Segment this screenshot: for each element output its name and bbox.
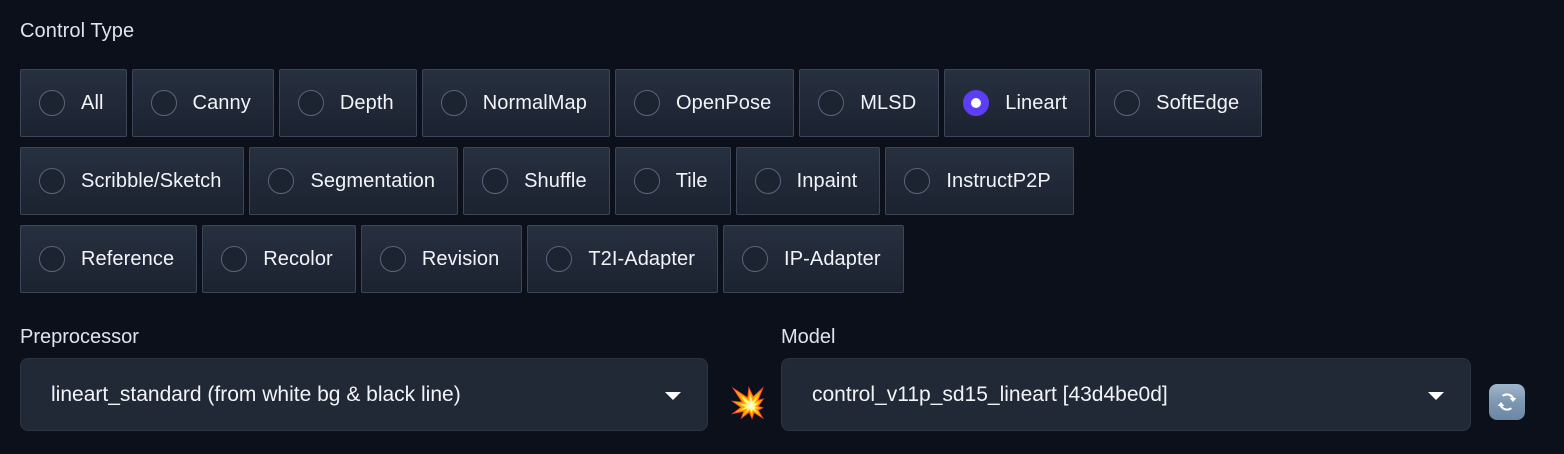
refresh-icon [1495, 390, 1519, 414]
control-type-option-label: SoftEdge [1156, 92, 1240, 114]
control-type-option-label: Segmentation [310, 170, 436, 192]
control-type-option-canny[interactable]: Canny [131, 69, 274, 137]
model-dropdown[interactable]: control_v11p_sd15_lineart [43d4be0d] [781, 358, 1471, 431]
control-type-option-label: Reference [81, 248, 175, 270]
preprocessor-label: Preprocessor [20, 326, 139, 348]
control-type-option-label: NormalMap [482, 92, 587, 114]
radio-unselected-icon[interactable] [818, 90, 845, 116]
control-type-option-label: Canny [192, 92, 251, 114]
control-type-option-t2i-adapter[interactable]: T2I-Adapter [527, 225, 719, 293]
radio-unselected-icon[interactable] [904, 168, 931, 194]
radio-unselected-icon[interactable] [150, 90, 177, 116]
preprocessor-model-row: Preprocessor lineart_standard (from whit… [0, 325, 1564, 454]
control-type-row: Reference Recolor Revision T2I-Adapter IP-Ad… [20, 225, 1262, 293]
radio-unselected-icon[interactable] [39, 168, 65, 194]
radio-unselected-icon[interactable] [546, 246, 573, 272]
control-type-option-label: Scribble/Sketch [81, 170, 222, 192]
control-type-row: Scribble/Sketch Segmentation Shuffle Tile In… [20, 147, 1262, 215]
control-type-option-tile[interactable]: Tile [614, 147, 731, 215]
control-type-option-ip-adapter[interactable]: IP-Adapter [723, 225, 904, 293]
control-type-option-segmentation[interactable]: Segmentation [249, 147, 459, 215]
control-type-option-label: Recolor [263, 248, 333, 270]
preprocessor-field: Preprocessor lineart_standard (from whit… [20, 325, 708, 431]
control-type-option-label: Shuffle [524, 170, 587, 192]
chevron-down-icon [665, 391, 681, 400]
control-type-radio-group: All Canny Depth NormalMap OpenPose MLSD Linear… [20, 69, 1263, 293]
control-type-option-label: Inpaint [796, 170, 858, 192]
model-value: control_v11p_sd15_lineart [43d4be0d] [812, 382, 1168, 406]
control-type-option-mlsd[interactable]: MLSD [799, 69, 940, 137]
control-type-option-revision[interactable]: Revision [360, 225, 523, 293]
radio-unselected-icon[interactable] [742, 246, 769, 272]
preprocessor-value: lineart_standard (from white bg & black … [51, 382, 461, 406]
radio-unselected-icon[interactable] [754, 168, 781, 194]
control-type-option-inpaint[interactable]: Inpaint [735, 147, 881, 215]
explosion-icon: 💥 [729, 387, 767, 420]
control-type-option-scribble-sketch[interactable]: Scribble/Sketch [20, 147, 245, 215]
control-type-option-label: All [81, 92, 104, 114]
control-type-option-openpose[interactable]: OpenPose [614, 69, 795, 137]
control-type-option-label: OpenPose [675, 92, 772, 114]
control-type-option-softedge[interactable]: SoftEdge [1095, 69, 1263, 137]
preprocessor-dropdown[interactable]: lineart_standard (from white bg & black … [20, 358, 708, 431]
control-type-option-recolor[interactable]: Recolor [202, 225, 356, 293]
radio-unselected-icon[interactable] [482, 168, 509, 194]
radio-unselected-icon[interactable] [440, 90, 467, 116]
radio-unselected-icon[interactable] [221, 246, 248, 272]
radio-unselected-icon[interactable] [268, 168, 295, 194]
radio-unselected-icon[interactable] [297, 90, 324, 116]
control-type-option-label: Lineart [1005, 92, 1068, 114]
control-type-option-reference[interactable]: Reference [20, 225, 198, 293]
control-type-option-lineart[interactable]: Lineart [944, 69, 1091, 137]
control-type-heading: Control Type [20, 20, 135, 42]
control-type-option-label: Tile [675, 170, 708, 192]
control-type-option-label: Revision [421, 248, 500, 270]
model-field: Model control_v11p_sd15_lineart [43d4be0… [781, 325, 1471, 431]
radio-unselected-icon[interactable] [39, 246, 65, 272]
radio-selected-icon[interactable] [963, 90, 990, 116]
control-type-option-label: InstructP2P [946, 170, 1051, 192]
control-type-option-depth[interactable]: Depth [278, 69, 417, 137]
model-label: Model [781, 326, 836, 348]
chevron-down-icon [1428, 391, 1444, 400]
radio-unselected-icon[interactable] [379, 246, 406, 272]
radio-unselected-icon[interactable] [39, 90, 65, 116]
control-type-option-all[interactable]: All [20, 69, 127, 137]
radio-unselected-icon[interactable] [633, 168, 660, 194]
control-type-row: All Canny Depth NormalMap OpenPose MLSD Linear… [20, 69, 1263, 137]
radio-unselected-icon[interactable] [633, 90, 660, 116]
radio-unselected-icon[interactable] [1114, 90, 1141, 116]
control-type-option-label: T2I-Adapter [588, 248, 696, 270]
control-type-option-normalmap[interactable]: NormalMap [421, 69, 610, 137]
control-type-option-label: Depth [339, 92, 394, 114]
control-type-option-label: MLSD [860, 92, 917, 114]
control-type-option-instructp2p[interactable]: InstructP2P [885, 147, 1074, 215]
refresh-models-button[interactable] [1489, 384, 1525, 420]
control-type-option-shuffle[interactable]: Shuffle [463, 147, 610, 215]
control-type-option-label: IP-Adapter [784, 248, 881, 270]
